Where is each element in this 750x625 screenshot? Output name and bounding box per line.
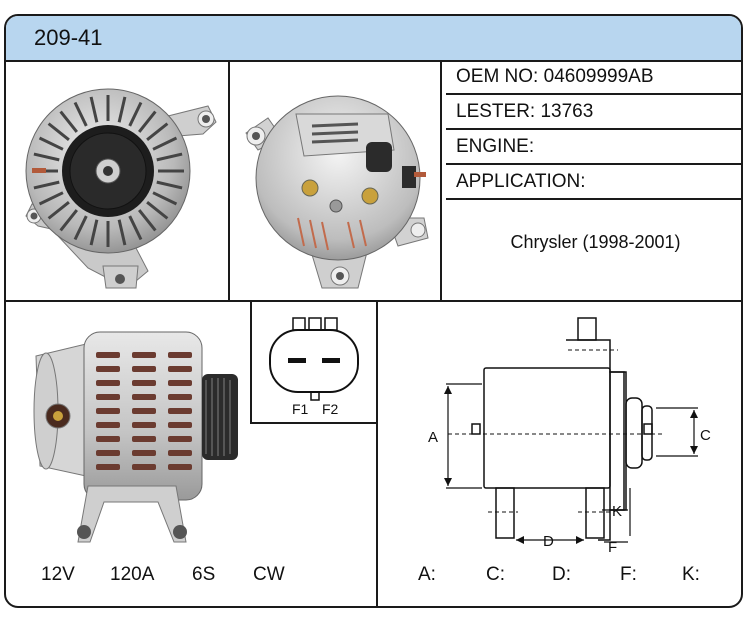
vent-slot (168, 394, 192, 400)
vent-slot (132, 366, 156, 372)
part-number-title: 209-41 (34, 25, 103, 50)
connector-diagram: F1 F2 (269, 317, 359, 417)
dimension-letter-f: F (608, 539, 617, 554)
connector-pin-f1: F1 (292, 401, 309, 417)
oem-value: 04609999AB (543, 66, 654, 87)
fan-vane (89, 96, 99, 123)
engine-label: ENGINE: (456, 136, 535, 157)
fan-vane (128, 215, 143, 241)
vent-slot (132, 436, 156, 442)
vent-slot (168, 366, 192, 372)
fan-vane (156, 180, 183, 190)
fan-vane (38, 136, 64, 151)
grid-divider-v2 (440, 60, 442, 300)
alternator-front-photo (25, 88, 217, 289)
grid-divider-v1 (228, 60, 230, 300)
fan-vane (117, 96, 127, 123)
vent-slot (96, 450, 120, 456)
dimension-label-f: F: (620, 564, 637, 585)
header-bar: 209-41 (6, 16, 741, 62)
oem-label: OEM NO: (456, 66, 539, 87)
connector-pin-f2: F2 (322, 401, 339, 417)
vent-slot (96, 408, 120, 414)
grid-divider-v3 (250, 300, 252, 424)
fan-vane (47, 122, 70, 141)
dimension-label-k: K: (682, 564, 700, 585)
vent-slot (96, 352, 120, 358)
vent-slot (168, 380, 192, 386)
dimension-letter-d: D (543, 533, 554, 550)
fan-vane (138, 209, 157, 232)
lester-label: LESTER: (456, 101, 536, 122)
vent-slot (96, 366, 120, 372)
fan-vane (138, 110, 157, 133)
voltage-rating: 12V (41, 564, 75, 585)
vent-slot (168, 450, 192, 456)
dimension-label-c: C: (486, 564, 505, 585)
fan-vane (89, 219, 99, 246)
spec-row-application: APPLICATION: (446, 165, 741, 200)
vent-slot (132, 422, 156, 428)
vent-slot (96, 380, 120, 386)
vent-slot (168, 422, 192, 428)
vent-slot (132, 464, 156, 470)
dimension-label-d: D: (552, 564, 571, 585)
application-value: Chrysler (1998-2001) (510, 232, 681, 252)
vent-slot (132, 450, 156, 456)
vent-slot (96, 464, 120, 470)
alternator-side-photo (33, 331, 238, 543)
fan-vane (47, 201, 70, 220)
grid-divider-h2 (250, 422, 378, 424)
fan-vane (59, 110, 78, 133)
amperage-rating: 120A (110, 564, 155, 585)
vent-slot (168, 464, 192, 470)
vent-slot (132, 380, 156, 386)
grid-divider-v4 (376, 300, 378, 606)
fan-vane (128, 101, 143, 127)
fan-vane (117, 219, 127, 246)
spec-row-oem: OEM NO: 04609999AB (446, 60, 741, 95)
vent-slot (96, 422, 120, 428)
spec-row-engine: ENGINE: (446, 130, 741, 165)
vent-slot (96, 436, 120, 442)
spec-row-lester: LESTER: 13763 (446, 95, 741, 130)
fan-vane (146, 122, 169, 141)
fan-vane (73, 101, 88, 127)
fan-vane (152, 191, 178, 206)
vent-slot (168, 408, 192, 414)
fan-vane (146, 201, 169, 220)
fan-vane (59, 209, 78, 232)
vent-slot (168, 436, 192, 442)
dimension-letter-c: C (700, 427, 711, 444)
dimension-drawing: A C D F K (428, 317, 711, 554)
fan-vane (152, 136, 178, 151)
dimension-letter-a: A (428, 429, 438, 446)
vent-slot (96, 394, 120, 400)
pulley-rating: 6S (192, 564, 216, 585)
vent-slot (132, 394, 156, 400)
application-label: APPLICATION: (456, 171, 586, 192)
dimension-label-a: A: (418, 564, 436, 585)
fan-vane (33, 180, 60, 190)
lester-value: 13763 (540, 101, 594, 122)
fan-vane (156, 152, 183, 162)
fan-vane (73, 215, 88, 241)
vent-slot (168, 352, 192, 358)
fan-vane (33, 152, 60, 162)
vent-slot (132, 408, 156, 414)
rotation-rating: CW (253, 564, 285, 585)
alternator-rear-photo (245, 95, 429, 289)
dimension-letter-k: K (612, 503, 622, 520)
spec-sheet: 209-41 OEM NO: 04609999AB LESTER: 13763 … (4, 14, 743, 608)
vent-slot (132, 352, 156, 358)
grid-divider-h (6, 300, 741, 302)
fan-vane (38, 191, 64, 206)
